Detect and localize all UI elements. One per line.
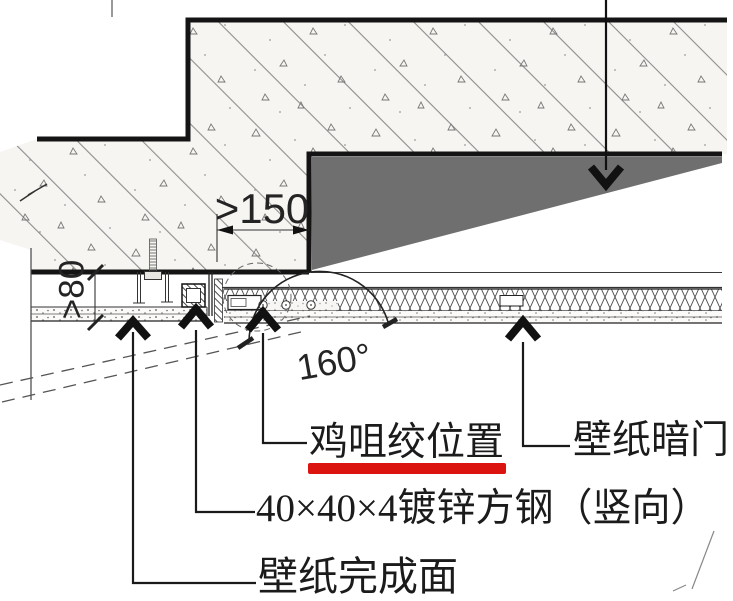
leader-arrows — [115, 302, 570, 585]
wedge-shadow-gap — [311, 157, 722, 273]
door-swing-dashed-lines — [0, 262, 715, 592]
swing-arc — [236, 270, 399, 350]
top-down-arrow — [587, 0, 625, 192]
red-underline — [308, 463, 506, 474]
concrete-section — [0, 0, 727, 275]
steel-tube-section — [181, 283, 206, 308]
dimension-150 — [216, 214, 309, 262]
left-ceiling-assembly — [30, 238, 223, 400]
hidden-door-label: 壁纸暗门 — [573, 419, 730, 462]
hinge-position-label: 鸡咀绞位置 — [309, 421, 505, 464]
break-line-symbol — [19, 183, 48, 202]
steel-tube-label: 40×40×4镀锌方钢（竖向） — [256, 487, 710, 530]
anchor-bolt — [144, 238, 162, 280]
finish-face-label: 壁纸完成面 — [258, 554, 458, 599]
panel-blocking — [499, 295, 524, 307]
clearance-dimension-label: >150 — [214, 185, 310, 232]
dimension-80 — [86, 263, 105, 332]
ceiling-panel — [222, 286, 722, 324]
recess-height-dimension-label: >80 — [52, 259, 92, 320]
wood-blocking — [214, 278, 223, 323]
